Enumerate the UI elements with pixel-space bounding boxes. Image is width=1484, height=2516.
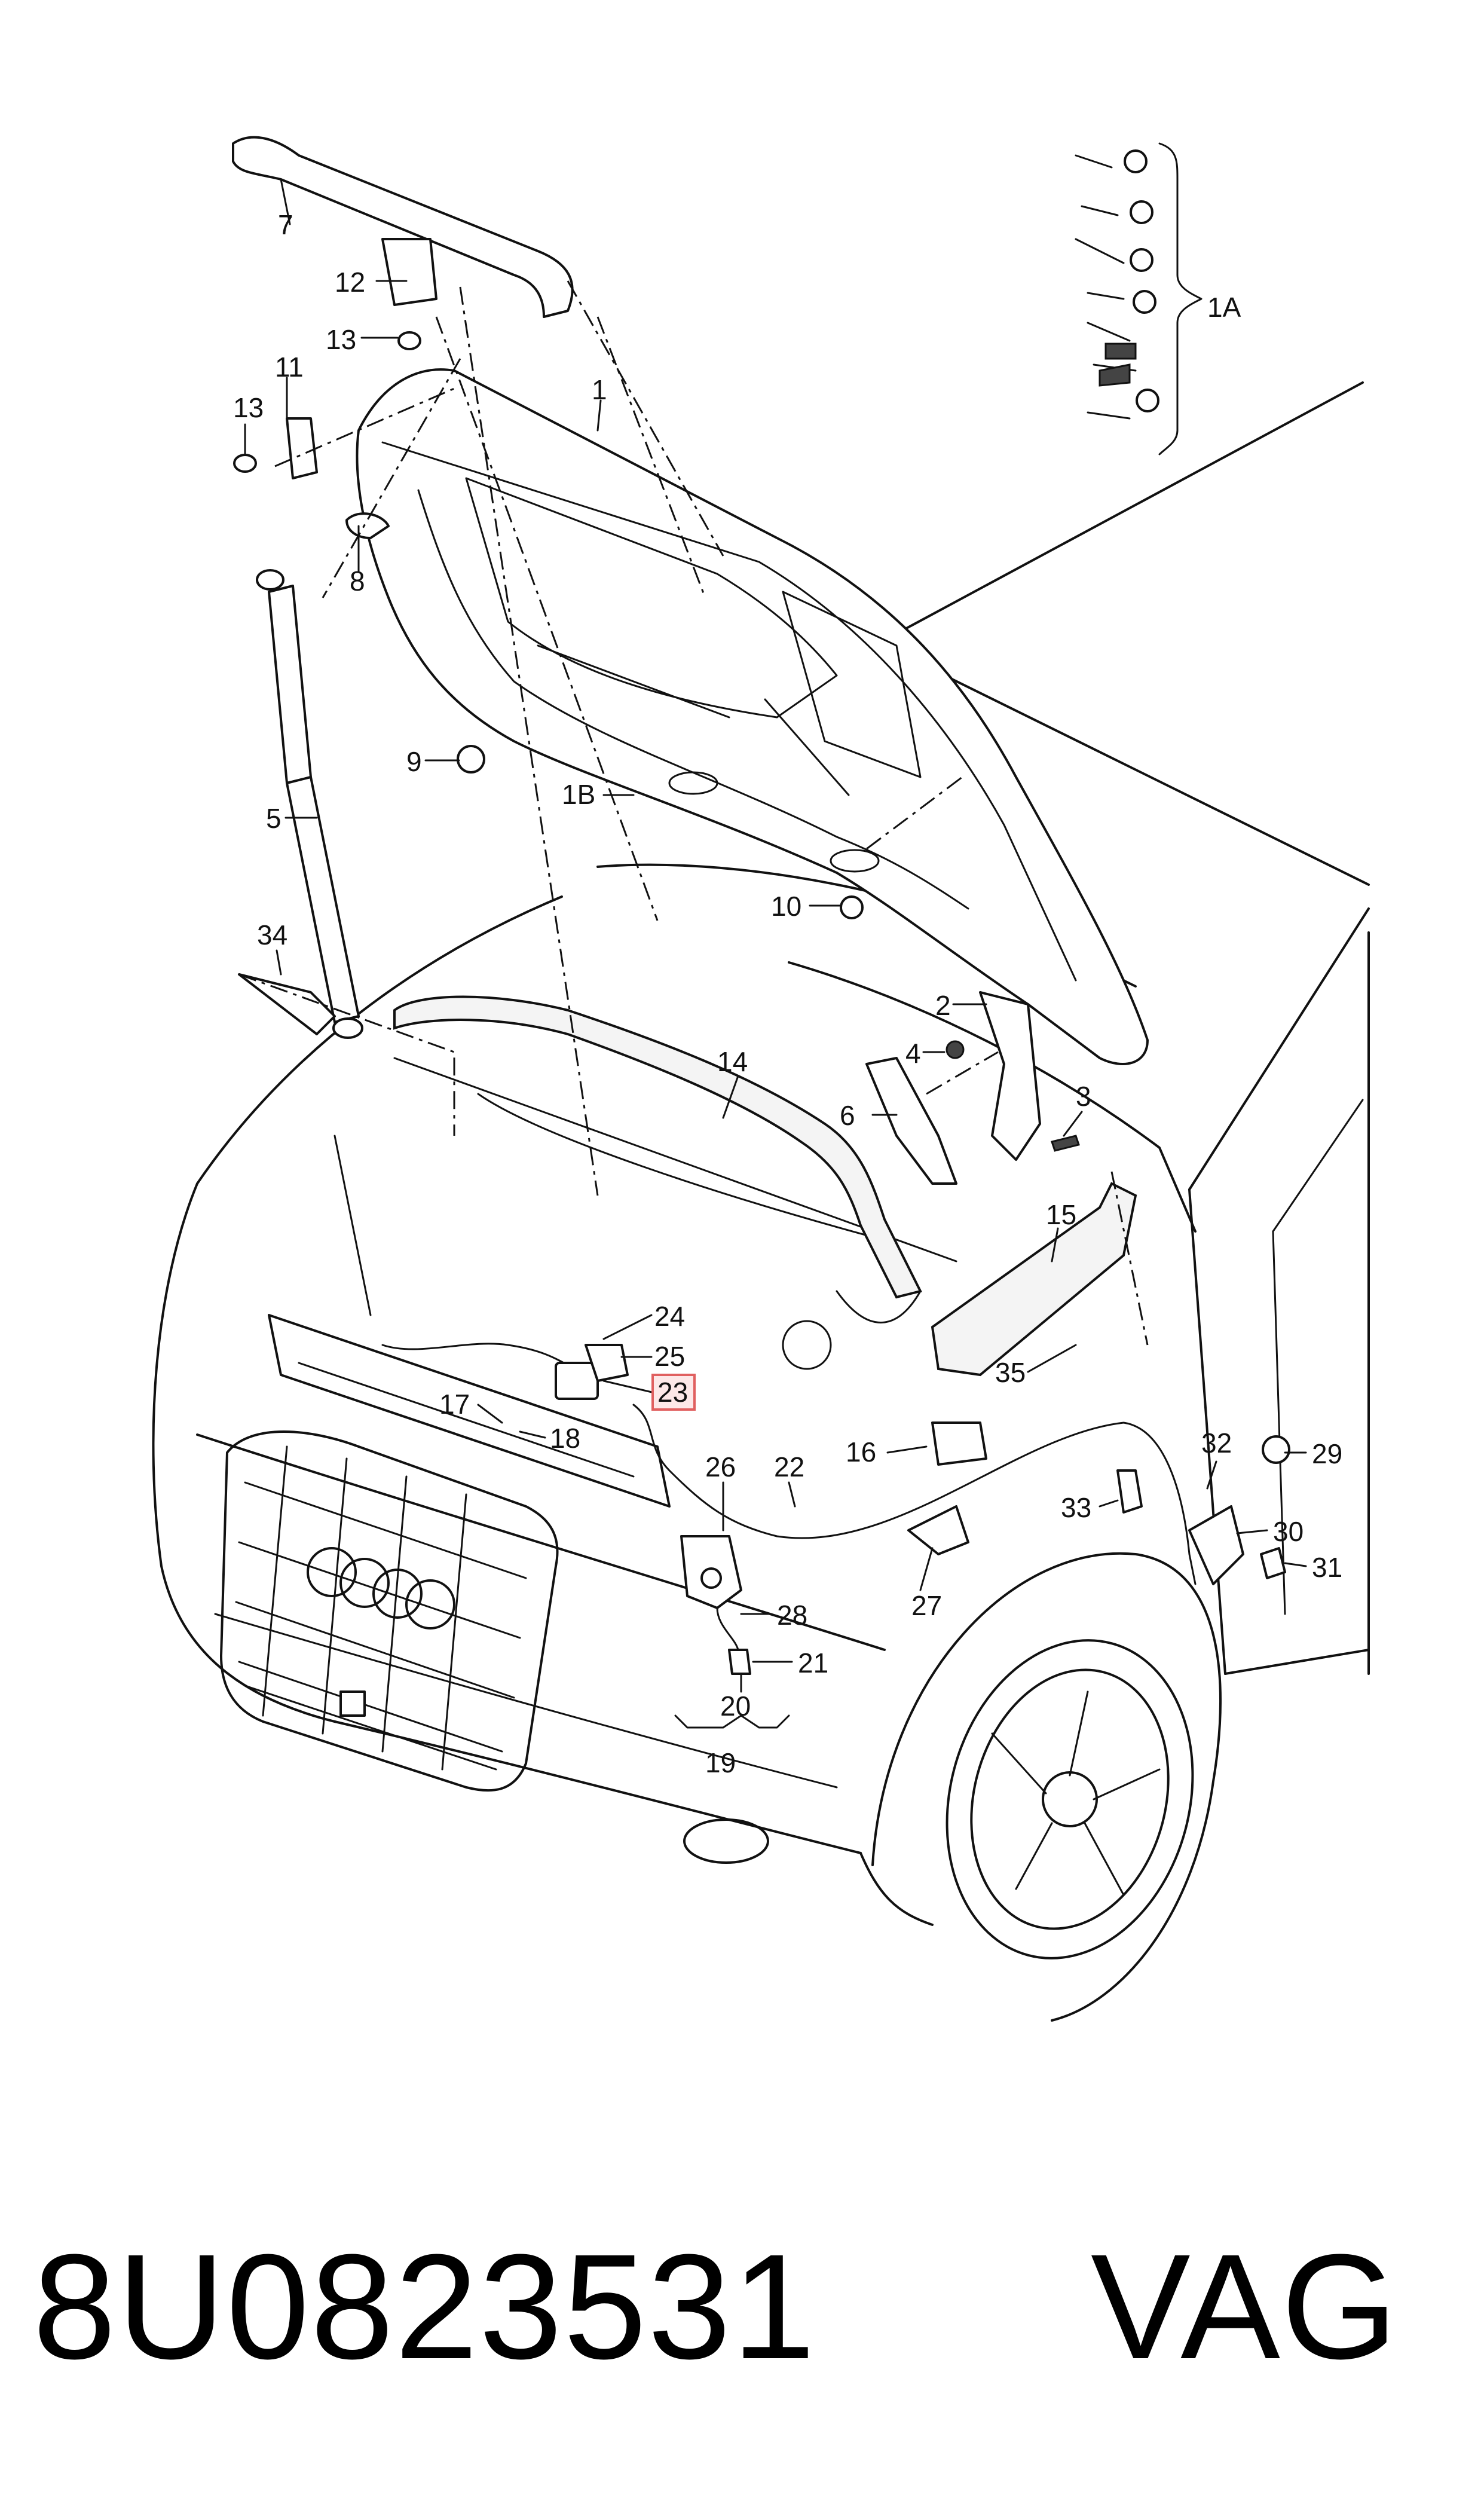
callout-13a: 13	[326, 324, 356, 355]
callout-35: 35	[995, 1357, 1026, 1388]
screw-stack	[1075, 142, 1203, 455]
callout-1B: 1B	[562, 779, 595, 810]
callout-27: 27	[911, 1590, 942, 1621]
callout-16: 16	[846, 1436, 876, 1468]
callout-32: 32	[1201, 1427, 1232, 1459]
callout-1: 1	[592, 374, 607, 405]
hinge-assembly	[865, 991, 1080, 1185]
callout-31: 31	[1312, 1552, 1342, 1583]
callout-3: 3	[1076, 1081, 1091, 1112]
assembly-lines	[238, 280, 1149, 1346]
callout-19: 19	[705, 1747, 736, 1778]
callout-28: 28	[777, 1600, 807, 1631]
callout-18: 18	[550, 1423, 580, 1454]
leader-lines	[244, 178, 1307, 1729]
callout-9: 9	[406, 746, 422, 777]
brand-label: VAG	[1091, 2223, 1399, 2390]
hood-seal-foam	[393, 995, 922, 1299]
hood-seal-strip	[232, 136, 574, 318]
callout-26: 26	[705, 1451, 736, 1482]
water-deflector	[931, 1182, 1137, 1377]
callout-1A: 1A	[1207, 292, 1241, 323]
callout-29: 29	[1312, 1438, 1342, 1469]
small-fasteners	[233, 238, 1290, 1717]
callout-25: 25	[654, 1341, 685, 1372]
audi-rings-logo	[307, 1547, 455, 1630]
callout-22: 22	[774, 1451, 804, 1482]
front-wheel	[871, 1552, 1222, 2022]
callout-34: 34	[257, 919, 287, 950]
callout-13b: 13	[233, 392, 264, 423]
callout-2: 2	[935, 990, 951, 1021]
callout-33: 33	[1061, 1492, 1091, 1523]
callout-21: 21	[798, 1647, 828, 1679]
callout-24: 24	[654, 1301, 685, 1332]
callout-17: 17	[439, 1389, 470, 1420]
part-number: 8U0823531	[33, 2223, 816, 2390]
car-body-outline	[152, 381, 1370, 1926]
callout-30: 30	[1273, 1516, 1304, 1547]
callout-11: 11	[275, 351, 304, 383]
callout-5: 5	[266, 803, 281, 834]
callout-15: 15	[1046, 1199, 1076, 1230]
callout-10: 10	[771, 891, 801, 922]
gas-strut	[256, 569, 363, 1039]
highlight-box	[651, 1374, 696, 1411]
callout-23: 23	[657, 1377, 688, 1408]
hood-latch	[680, 1535, 751, 1675]
front-grille	[220, 1430, 559, 1792]
callout-4: 4	[905, 1038, 921, 1069]
callout-7: 7	[278, 209, 293, 240]
callout-labels: 7 12 13 11 13 1 1A 8 9 1B 5 10 34 2 4 14…	[233, 209, 1342, 1778]
callout-20: 20	[720, 1690, 751, 1722]
callout-6: 6	[840, 1100, 855, 1131]
callout-8: 8	[350, 565, 365, 597]
callout-14: 14	[717, 1046, 748, 1077]
hood-panel	[356, 368, 1149, 1065]
callout-12: 12	[335, 267, 365, 298]
